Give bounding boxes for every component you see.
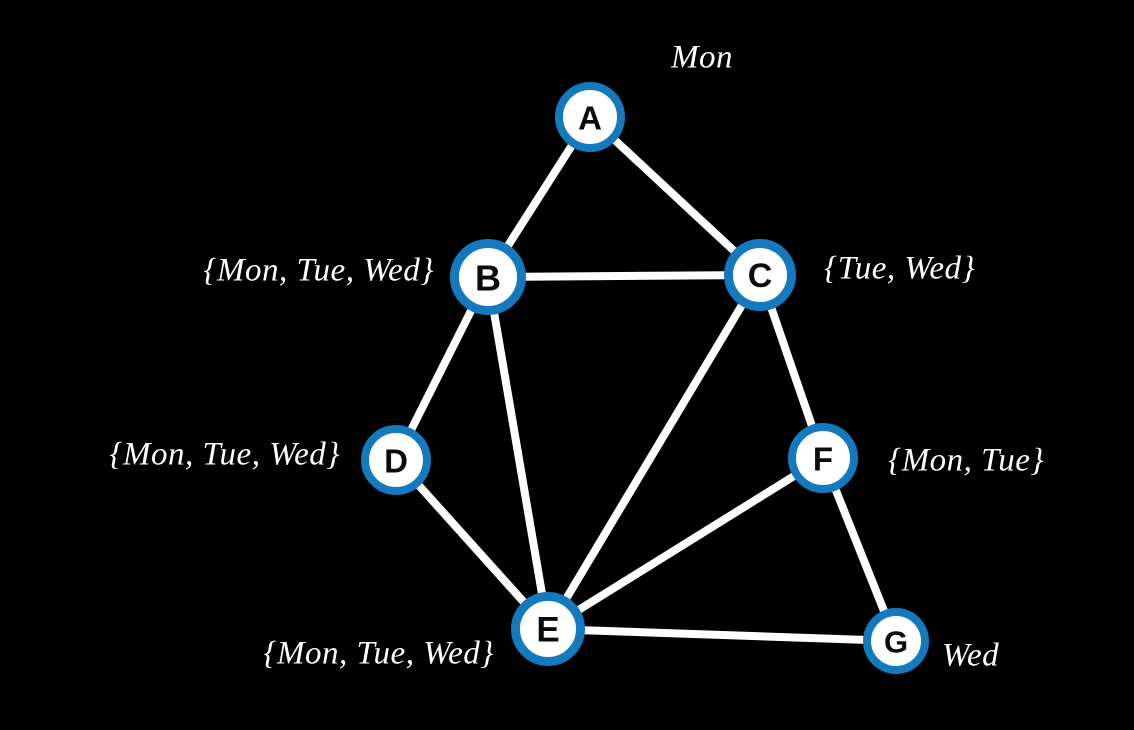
node-c[interactable]: C [724,239,796,311]
node-circle-c [724,239,796,311]
node-letter-e: E [536,611,559,650]
node-b[interactable]: B [450,239,526,315]
node-d[interactable]: D [361,425,431,495]
domain-label-d: {Mon, Tue, Wed} [109,436,340,473]
node-letter-a: A [578,100,602,137]
nodes-layer: A B C D E F G [361,82,929,674]
node-circle-e [511,592,585,666]
edge-a-c [587,114,763,278]
domain-label-g: Wed [942,637,1000,674]
domain-label-c: {Tue, Wed} [824,250,976,287]
node-letter-b: B [475,258,501,299]
edge-e-f [545,454,826,633]
edge-b-e [484,276,552,630]
node-circle-f [788,423,858,493]
node-letter-f: F [813,441,833,478]
domain-label-b: {Mon, Tue, Wed} [203,252,434,289]
domain-label-a: Mon [671,39,733,76]
node-circle-a [555,82,625,152]
node-a[interactable]: A [555,82,625,152]
edge-b-c [487,271,761,281]
edge-d-e [393,457,551,632]
edge-e-g [547,625,897,645]
node-e[interactable]: E [511,592,585,666]
node-f[interactable]: F [788,423,858,493]
domain-label-f: {Mon, Tue} [888,442,1045,479]
edges-layer [392,114,900,645]
edge-c-e [544,272,764,632]
node-letter-d: D [384,443,408,480]
node-letter-g: G [884,625,908,660]
node-circle-d [361,425,431,495]
node-g[interactable]: G [863,608,929,674]
node-letter-c: C [748,257,773,295]
node-circle-g [863,608,929,674]
node-circle-b [450,239,526,315]
domain-label-e: {Mon, Tue, Wed} [263,635,494,672]
